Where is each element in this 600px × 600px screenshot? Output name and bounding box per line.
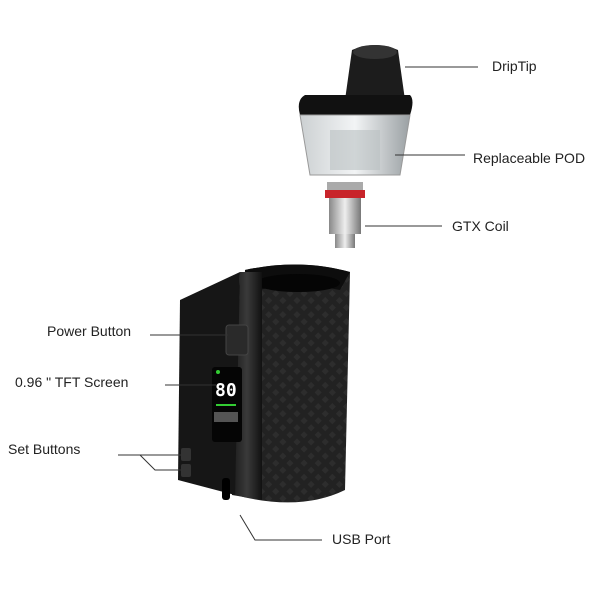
label-usb-port: USB Port bbox=[332, 531, 391, 547]
label-gtx-coil: GTX Coil bbox=[452, 218, 509, 234]
set-button-down[interactable] bbox=[181, 464, 191, 477]
label-power-button: Power Button bbox=[47, 323, 132, 339]
label-tft-screen: 0.96 " TFT Screen bbox=[15, 374, 129, 390]
screen-readout: 80 bbox=[215, 380, 237, 401]
label-driptip: DripTip bbox=[492, 58, 537, 74]
drip-tip bbox=[345, 45, 405, 100]
label-set-buttons: Set Buttons bbox=[8, 441, 81, 457]
mod-body: 80 bbox=[178, 264, 350, 503]
gtx-coil bbox=[325, 182, 365, 248]
label-replaceable-pod: Replaceable POD bbox=[473, 150, 586, 166]
usb-port bbox=[222, 478, 230, 500]
leader-lines bbox=[118, 66, 478, 541]
replaceable-pod bbox=[298, 95, 413, 176]
set-button-up[interactable] bbox=[181, 448, 191, 461]
